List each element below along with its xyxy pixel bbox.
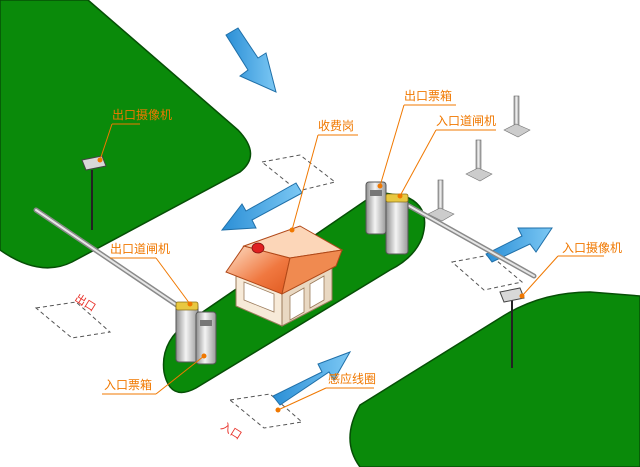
- entry-barrier-label: 入口道闸机: [436, 114, 496, 128]
- bollard: [427, 179, 455, 222]
- bottom-right-grass: [349, 291, 640, 467]
- toll-booth-label: 收费岗: [318, 119, 354, 133]
- entry-ticket-box: [195, 311, 217, 365]
- barrier-arms: [33, 199, 537, 317]
- arrow-bottom: [272, 351, 352, 406]
- arrow-mid-left: [220, 182, 303, 231]
- bollard: [465, 139, 493, 182]
- entry-barrier-machine: [385, 193, 409, 255]
- induction-loop-label: 感应线圈: [328, 371, 376, 386]
- entry-camera-icon: [499, 287, 525, 368]
- loop-box: [34, 301, 112, 339]
- bollard: [503, 95, 531, 138]
- exit-camera-label: 出口摄像机: [112, 107, 172, 122]
- toll-booth: [225, 225, 344, 327]
- arrow-top: [225, 27, 277, 93]
- exit-ticket-box: [365, 181, 387, 235]
- traffic-arrows: [220, 27, 553, 406]
- top-left-grass: [0, 0, 252, 269]
- warning-light-icon: [251, 242, 265, 254]
- entry-camera-label: 入口摄像机: [562, 240, 622, 255]
- bollards: [427, 95, 531, 222]
- loop-box: [450, 254, 524, 291]
- entry-marking: 入口: [218, 420, 244, 443]
- loop-box: [228, 393, 304, 429]
- loop-box: [260, 154, 337, 192]
- leader-lines: [99, 104, 604, 411]
- exit-barrier-machine: [175, 301, 199, 363]
- leader-dots: [97, 157, 525, 413]
- exit-marking: 出口: [72, 291, 98, 315]
- exit-barrier-label: 出口道闸机: [110, 242, 170, 256]
- entry-ticket-box-label: 入口票箱: [104, 377, 152, 392]
- loop-boxes: [34, 154, 524, 429]
- exit-ticket-box-label: 出口票箱: [404, 88, 452, 103]
